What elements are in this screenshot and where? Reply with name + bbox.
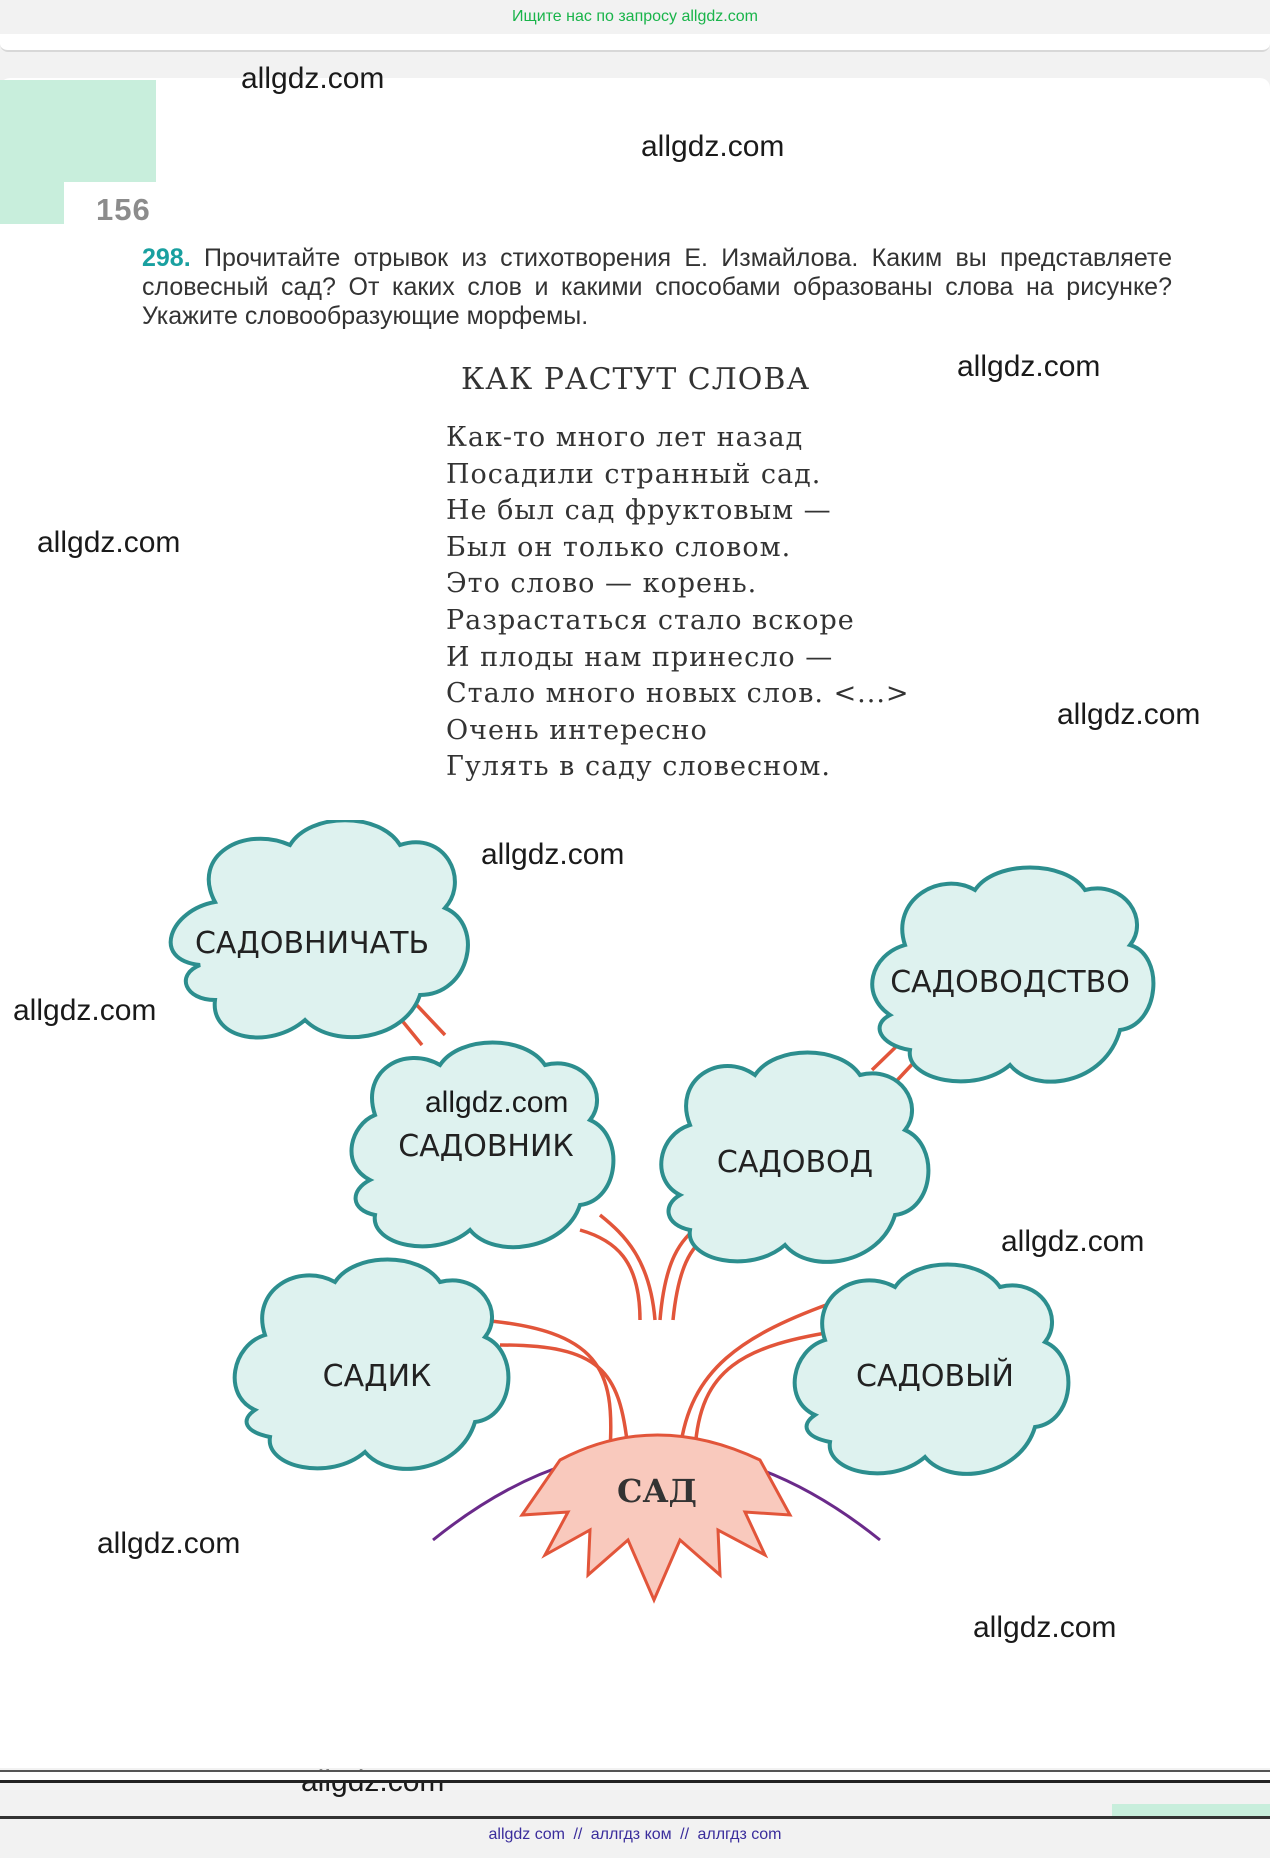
task: 298. Прочитайте отрывок из стихотворения… [142,244,1172,331]
poem-line: Гулять в саду словесном. [446,751,831,783]
watermark: allgdz.com [37,526,181,559]
top-separator [0,34,1270,52]
cloud-sadik: САДИК [232,1257,511,1471]
cloud-label: САДОВНИК [398,1129,573,1164]
poem-line: Разрастаться стало вскоре [446,604,855,636]
task-text: Прочитайте отрывок из стихотворения Е. И… [142,244,1172,330]
footer: allgdz com // аллгдз ком // аллгдз com [0,1826,1270,1858]
cloud-sadovnik: САДОВНИК [349,1040,616,1250]
cloud-sadovyy: САДОВЫЙ [792,1262,1071,1476]
cloud-label: САДОВЫЙ [856,1358,1014,1394]
poem: Как-то много лет назад Посадили странный… [446,420,910,786]
watermark: allgdz.com [1057,698,1201,731]
watermark: allgdz.com [425,1086,569,1119]
top-banner[interactable]: Ищите нас по запросу allgdz.com [512,8,758,25]
poem-title: КАК РАСТУТ СЛОВА [461,362,811,397]
poem-line: Как-то много лет назад [446,422,804,453]
word-tree-diagram: САД САДОВНИЧАТЬ САДОВОДСТВО САДОВНИК САД… [168,820,1156,1604]
poem-line: Не был сад фруктовым — [446,495,832,527]
poem-line: Стало много новых слов. <...> [446,678,910,710]
watermark: allgdz.com [641,130,785,163]
root-word: САД [617,1472,697,1510]
footer-link[interactable]: аллгдз com [697,1826,782,1843]
cloud-sadovodstvo: САДОВОДСТВО [870,865,1156,1084]
watermark: allgdz.com [97,1527,241,1560]
tree-branches [393,998,920,1451]
watermark: allgdz.com [973,1611,1117,1644]
poem-line: Это слово — корень. [446,568,758,600]
poem-line: Посадили странный сад. [446,458,822,490]
poem-line: И плоды нам принесло — [446,641,834,673]
cloud-label: САДОВНИЧАТЬ [195,926,429,961]
watermark: allgdz.com [481,838,625,871]
task-number: 298. [142,244,191,272]
watermark: allgdz.com [1001,1225,1145,1258]
poem-line: Был он только словом. [446,531,792,563]
watermark: allgdz.com [13,994,157,1027]
bottom-accent [1112,1804,1270,1818]
watermark: allgdz.com [957,350,1101,383]
corner-notch [64,182,156,224]
footer-link[interactable]: аллгдз ком [590,1826,672,1843]
poem-line: Очень интересно [446,714,708,746]
cloud-sadovnichat: САДОВНИЧАТЬ [168,820,470,1040]
bottom-bar [0,1770,1270,1783]
cloud-label: САДОВОД [717,1145,873,1180]
tree-root: САД [519,1433,793,1604]
cloud-label: САДИК [323,1359,432,1394]
cloud-sadovod: САДОВОД [659,1050,931,1264]
bottom-line [0,1816,1270,1819]
cloud-label: САДОВОДСТВО [890,965,1130,1000]
footer-separator: // [680,1826,690,1843]
watermark: allgdz.com [241,62,385,95]
footer-separator: // [573,1826,583,1843]
footer-link[interactable]: allgdz com [488,1826,565,1843]
page-number: 156 [96,192,151,227]
